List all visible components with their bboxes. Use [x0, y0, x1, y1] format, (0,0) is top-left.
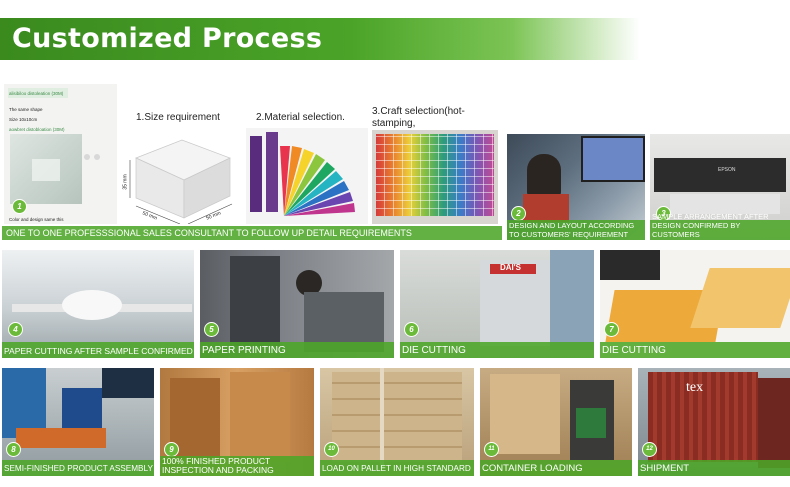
die-cutting-parts-tile: 7 DIE CUTTING — [600, 250, 790, 358]
pallet-loading-tile: 10 LOAD ON PALLET IN HIGH STANDARD — [320, 368, 474, 476]
step-badge-1: 1 — [12, 199, 27, 214]
chat-line-1: alisibiloo distoleation (30M) — [9, 91, 64, 96]
paper-printing-caption: PAPER PRINTING — [202, 345, 286, 356]
chat-line-4: aowbret distobloation (30M) — [9, 127, 65, 132]
die-cutting-machine-tile: DAI'S 6 DIE CUTTING — [400, 250, 594, 358]
step-badge-11: 11 — [484, 442, 499, 457]
step-badge-8: 8 — [6, 442, 21, 457]
material-selection-label: 2.Material selection. — [256, 112, 345, 123]
pantone-fan-photo — [246, 128, 368, 224]
page-title: Customized Process — [12, 23, 323, 54]
machine-brand: DAI'S — [500, 263, 522, 272]
size-requirement-label: 1.Size requirement — [136, 112, 220, 123]
height-dimension: 35 mm — [122, 174, 129, 190]
container-loading-tile: 11 CONTAINER LOADING — [480, 368, 632, 476]
chat-screenshot: alisibiloo distoleation (30M) The same s… — [4, 84, 117, 224]
craft-samples-photo — [372, 130, 498, 224]
printer-brand: EPSON — [718, 167, 736, 173]
box-illustration: 35 mm 50 mm 50 mm — [122, 124, 242, 225]
caption-bar: ONE TO ONE PROFESSSIONAL SALES CONSULTAN… — [2, 226, 502, 240]
step-badge-12: 12 — [642, 442, 657, 457]
step-badge-4: 4 — [8, 322, 23, 337]
paper-printing-tile: 5 PAPER PRINTING — [200, 250, 394, 358]
step-badge-7: 7 — [604, 322, 619, 337]
consultant-caption: ONE TO ONE PROFESSSIONAL SALES CONSULTAN… — [6, 228, 412, 238]
chat-line-2: The same shape — [9, 107, 43, 112]
sample-caption: SAMPLE ARRANGEMENT AFTER DESIGN CONFIRME… — [652, 212, 769, 239]
pallet-caption: LOAD ON PALLET IN HIGH STANDARD — [322, 464, 471, 473]
step-badge-6: 6 — [404, 322, 419, 337]
step-badge-2: 2 — [511, 206, 526, 221]
paper-cutting-tile: 4 PAPER CUTTING AFTER SAMPLE CONFIRMED — [2, 250, 194, 358]
step-badge-10: 10 — [324, 442, 339, 457]
step-badge-5: 5 — [204, 322, 219, 337]
sample-arrangement-tile: EPSON 3 SAMPLE ARRANGEMENT AFTER DESIGN … — [650, 134, 790, 240]
paper-cutting-caption: PAPER CUTTING AFTER SAMPLE CONFIRMED — [4, 346, 193, 356]
container-loading-caption: CONTAINER LOADING — [482, 463, 583, 474]
consultation-panel: alisibiloo distoleation (30M) The same s… — [2, 84, 502, 240]
design-caption: DESIGN AND LAYOUT ACCORDING TO CUSTOMERS… — [509, 221, 635, 239]
chat-footer: Color and design same this — [9, 217, 64, 222]
die-cutting-caption-2: DIE CUTTING — [602, 345, 666, 356]
step-badge-3: 3 — [656, 206, 671, 221]
inspection-caption-line2: INSPECTION AND PACKING — [162, 465, 274, 475]
sample-box-photo — [10, 134, 82, 204]
header-banner: Customized Process — [0, 18, 640, 60]
step-badge-9: 9 — [164, 442, 179, 457]
die-cutting-caption-1: DIE CUTTING — [402, 345, 466, 356]
container-brand: tex — [686, 380, 704, 395]
assembly-tile: 8 SEMI-FINISHED PRODUCT ASSEMBLY — [2, 368, 154, 476]
design-layout-tile: 2 DESIGN AND LAYOUT ACCORDING TO CUSTOME… — [507, 134, 645, 240]
inspection-caption-line1: 100% FINISHED PRODUCT — [162, 456, 271, 466]
assembly-caption: SEMI-FINISHED PRODUCT ASSEMBLY — [4, 464, 153, 473]
chat-line-3: Size 10x10cm — [9, 117, 38, 122]
shipment-tile: tex 12 SHIPMENT — [638, 368, 790, 476]
inspection-tile: 9 100% FINISHED PRODUCT INSPECTION AND P… — [160, 368, 314, 476]
shipment-caption: SHIPMENT — [640, 463, 690, 474]
